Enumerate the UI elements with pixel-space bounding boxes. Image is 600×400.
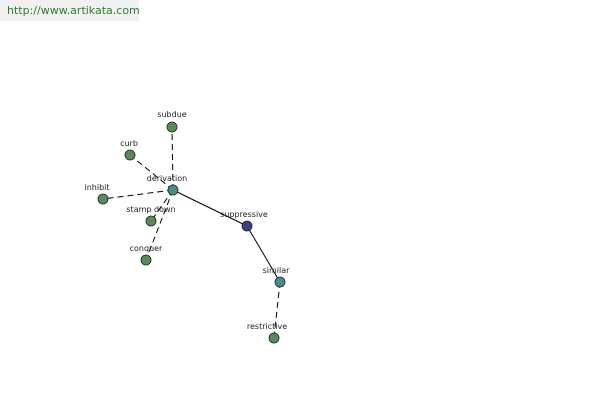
node-label-similar: similar	[263, 266, 291, 275]
node-label-stamp-down: stamp down	[126, 205, 175, 214]
node-curb[interactable]: curb	[120, 139, 138, 161]
node-circle-conquer[interactable]	[140, 254, 152, 266]
node-similar[interactable]: similar	[263, 266, 291, 288]
node-stamp-down[interactable]: stamp down	[126, 205, 176, 227]
edge-derivation-curb	[129, 154, 174, 191]
node-circle-inhibit[interactable]	[97, 193, 109, 205]
node-circle-restrictive[interactable]	[268, 332, 280, 344]
node-label-inhibit: inhibit	[84, 183, 109, 192]
node-label-curb: curb	[120, 139, 138, 148]
edge-suppressive-derivation	[172, 189, 248, 227]
node-label-suppressive: suppressive	[220, 210, 268, 219]
edge-derivation-conquer	[145, 189, 174, 261]
edge-derivation-inhibit	[102, 189, 174, 200]
node-circle-suppressive[interactable]	[241, 220, 253, 232]
node-derivation[interactable]: derivation	[147, 174, 187, 196]
node-inhibit[interactable]: inhibit	[84, 183, 110, 205]
edge-derivation-stamp-down	[150, 189, 174, 222]
node-label-subdue: subdue	[157, 110, 186, 119]
edge-suppressive-similar	[246, 225, 281, 283]
node-circle-subdue[interactable]	[166, 121, 178, 133]
watermark-url[interactable]: http://www.artikata.com	[0, 0, 140, 21]
node-suppressive[interactable]: suppressive	[220, 210, 268, 232]
node-restrictive[interactable]: restrictive	[247, 322, 287, 344]
node-conquer[interactable]: conquer	[130, 244, 163, 266]
node-circle-similar[interactable]	[274, 276, 286, 288]
node-circle-curb[interactable]	[124, 149, 136, 161]
edges-layer	[102, 126, 281, 339]
node-subdue[interactable]: subdue	[157, 110, 187, 133]
nodes-layer: suppressive derivation similar subdue curb in…	[84, 110, 291, 344]
node-circle-stamp-down[interactable]	[145, 215, 157, 227]
node-label-restrictive: restrictive	[247, 322, 287, 331]
edge-derivation-subdue	[171, 126, 174, 191]
node-circle-derivation[interactable]	[167, 184, 179, 196]
node-label-conquer: conquer	[130, 244, 163, 253]
node-label-derivation: derivation	[147, 174, 187, 183]
